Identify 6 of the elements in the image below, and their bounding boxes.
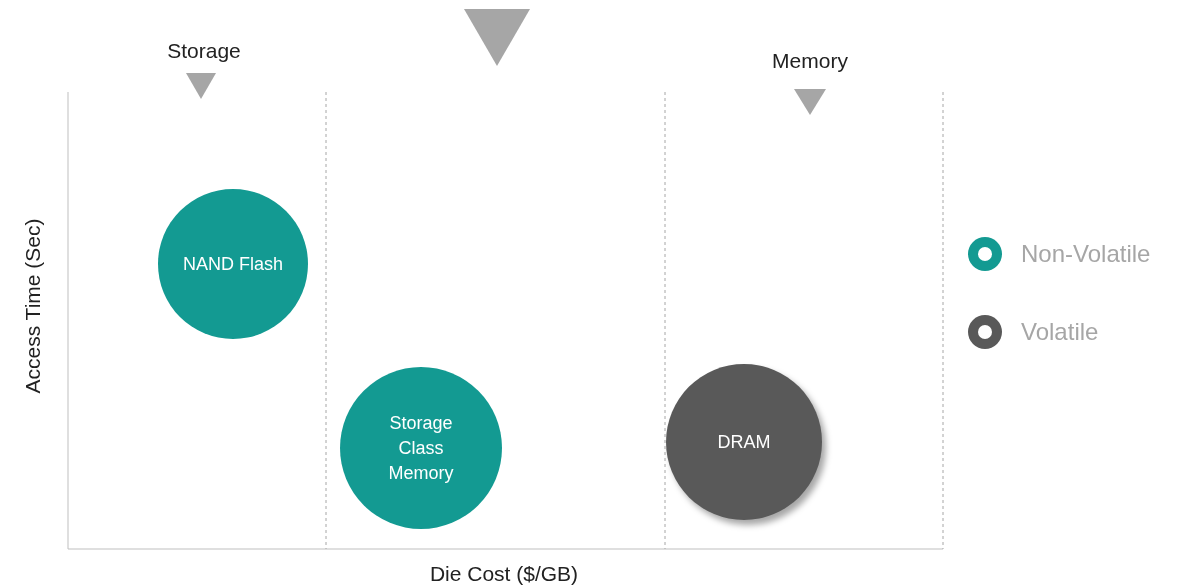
axis-label: Die Cost ($/GB)	[429, 561, 579, 587]
category-label: Storage	[167, 38, 241, 65]
axis-label: Access Time (Sec)	[20, 218, 46, 394]
legend-label: Non-Volatile	[1021, 239, 1151, 269]
legend-label: Volatile	[1021, 317, 1099, 347]
category-label: Memory	[772, 48, 848, 75]
